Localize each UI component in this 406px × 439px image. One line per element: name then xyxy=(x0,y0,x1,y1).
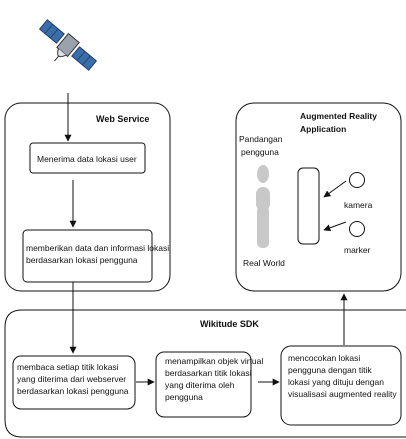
real-world-label: Real World xyxy=(243,258,285,268)
satellite-icon xyxy=(38,19,98,71)
ar-app-container xyxy=(235,102,402,292)
provide-info-text: memberikan data dan informasi lokasi ber… xyxy=(26,243,172,265)
provide-info-box xyxy=(22,229,153,283)
match-location-text: mencocokan lokasi pengguna dengan titik … xyxy=(288,353,397,399)
smartphone-icon xyxy=(297,167,320,245)
person-silhouette-icon xyxy=(256,165,270,248)
display-virtual-text: menampilkan objek virtual berdasarkan ti… xyxy=(165,356,266,402)
web-service-container xyxy=(4,102,171,292)
receive-location-box xyxy=(29,142,146,174)
camera-label: kamera xyxy=(344,200,373,210)
read-location-text: membaca setiap titik lokasi yang diterim… xyxy=(17,362,129,396)
camera-circle xyxy=(349,172,365,188)
match-location-box xyxy=(280,345,402,426)
wikitude-title: Wikitude SDK xyxy=(200,319,259,329)
arrow-camera-to-phone xyxy=(323,180,347,198)
receive-location-text: Menerima data lokasi user xyxy=(37,154,137,164)
wikitude-container xyxy=(4,309,406,438)
marker-circle xyxy=(349,221,365,237)
display-virtual-box xyxy=(155,351,252,418)
marker-label: marker xyxy=(344,245,371,255)
read-location-box xyxy=(12,355,136,410)
user-view-label: Pandangan pengguna xyxy=(239,134,285,157)
arrow-marker-to-phone xyxy=(323,221,347,232)
ar-app-title: Augmented Reality Application xyxy=(300,111,379,134)
web-service-title: Web Service xyxy=(96,114,149,124)
